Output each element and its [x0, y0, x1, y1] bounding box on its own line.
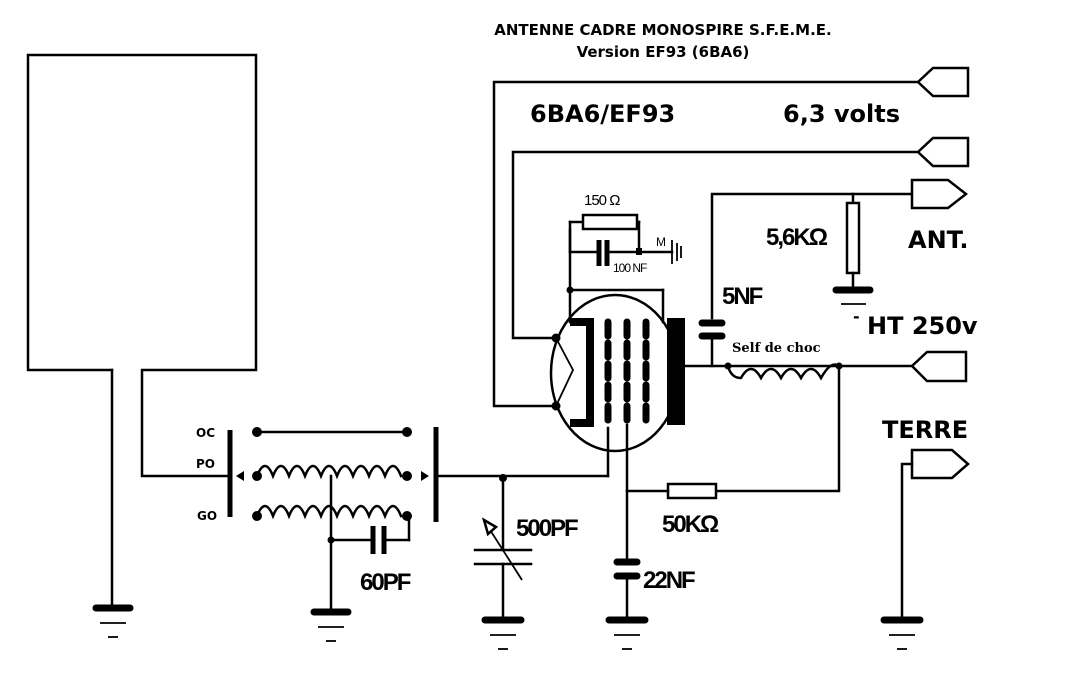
chassis-ground-icon	[671, 240, 682, 264]
earth-label: TERRE	[882, 416, 968, 444]
ht-sign: -	[853, 307, 860, 326]
connector-heater-1[interactable]	[916, 66, 970, 98]
choke-coil	[726, 363, 841, 381]
switch-label-po: PO	[196, 457, 215, 471]
ground-symbol-earth	[880, 616, 924, 650]
heater-wire-1	[492, 80, 920, 408]
title-line-2: Version EF93 (6BA6)	[577, 43, 750, 61]
ground-symbol-antenna-resistor	[832, 286, 874, 305]
resistor-5k6-ohm	[845, 201, 861, 275]
go-coil	[252, 504, 412, 521]
oc-link	[252, 427, 412, 437]
label-5k6-ohm: 5,6KΩ	[766, 224, 828, 251]
switch-label-oc: OC	[196, 426, 215, 440]
ht-label: HT 250v	[867, 312, 978, 340]
label-500pf: 500PF	[516, 515, 578, 542]
earth-wire	[900, 462, 914, 620]
frame-antenna-loop	[26, 53, 258, 607]
capacitor-60pf	[370, 526, 387, 554]
label-22nf: 22NF	[643, 567, 695, 594]
heater-wire-2	[511, 150, 920, 340]
connector-antenna[interactable]	[910, 178, 969, 210]
capacitor-100nf	[596, 240, 610, 266]
cathode-network	[566, 220, 674, 324]
heater-voltage-label: 6,3 volts	[783, 100, 900, 128]
capacitor-5nf	[698, 319, 726, 340]
label-60pf: 60PF	[360, 569, 411, 596]
label-5nf: 5NF	[722, 283, 763, 310]
ground-symbol-antenna	[92, 604, 134, 638]
label-100nf: 100 NF	[613, 261, 647, 275]
label-choke: Self de choc	[732, 341, 821, 356]
po-coil	[252, 464, 412, 481]
band-switch[interactable]	[227, 427, 610, 522]
tube-label: 6BA6/EF93	[530, 100, 675, 128]
antenna-output-wire	[710, 192, 914, 320]
resistor-150-ohm	[581, 213, 639, 231]
label-50k-ohm: 50KΩ	[662, 511, 719, 538]
antenna-label: ANT.	[908, 226, 969, 254]
label-150-ohm: 150 Ω	[584, 192, 620, 209]
title-line-1: ANTENNE CADRE MONOSPIRE S.F.E.M.E.	[494, 21, 831, 39]
variable-capacitor-500pf[interactable]	[473, 476, 533, 620]
coil-center-tap	[327, 474, 411, 610]
screen-supply-wire	[714, 364, 841, 493]
connector-heater-2[interactable]	[916, 136, 970, 168]
label-mass: M	[656, 235, 666, 249]
ground-symbol-tuning	[481, 616, 525, 650]
ground-symbol-coil	[310, 608, 352, 642]
ground-symbol-screen	[605, 616, 649, 650]
connector-ht[interactable]	[910, 350, 968, 383]
switch-label-go: GO	[197, 509, 217, 523]
resistor-50k-ohm	[666, 482, 718, 500]
capacitor-22nf	[613, 558, 641, 580]
connector-earth[interactable]	[910, 448, 970, 480]
vacuum-tube-6ba6	[549, 293, 685, 453]
